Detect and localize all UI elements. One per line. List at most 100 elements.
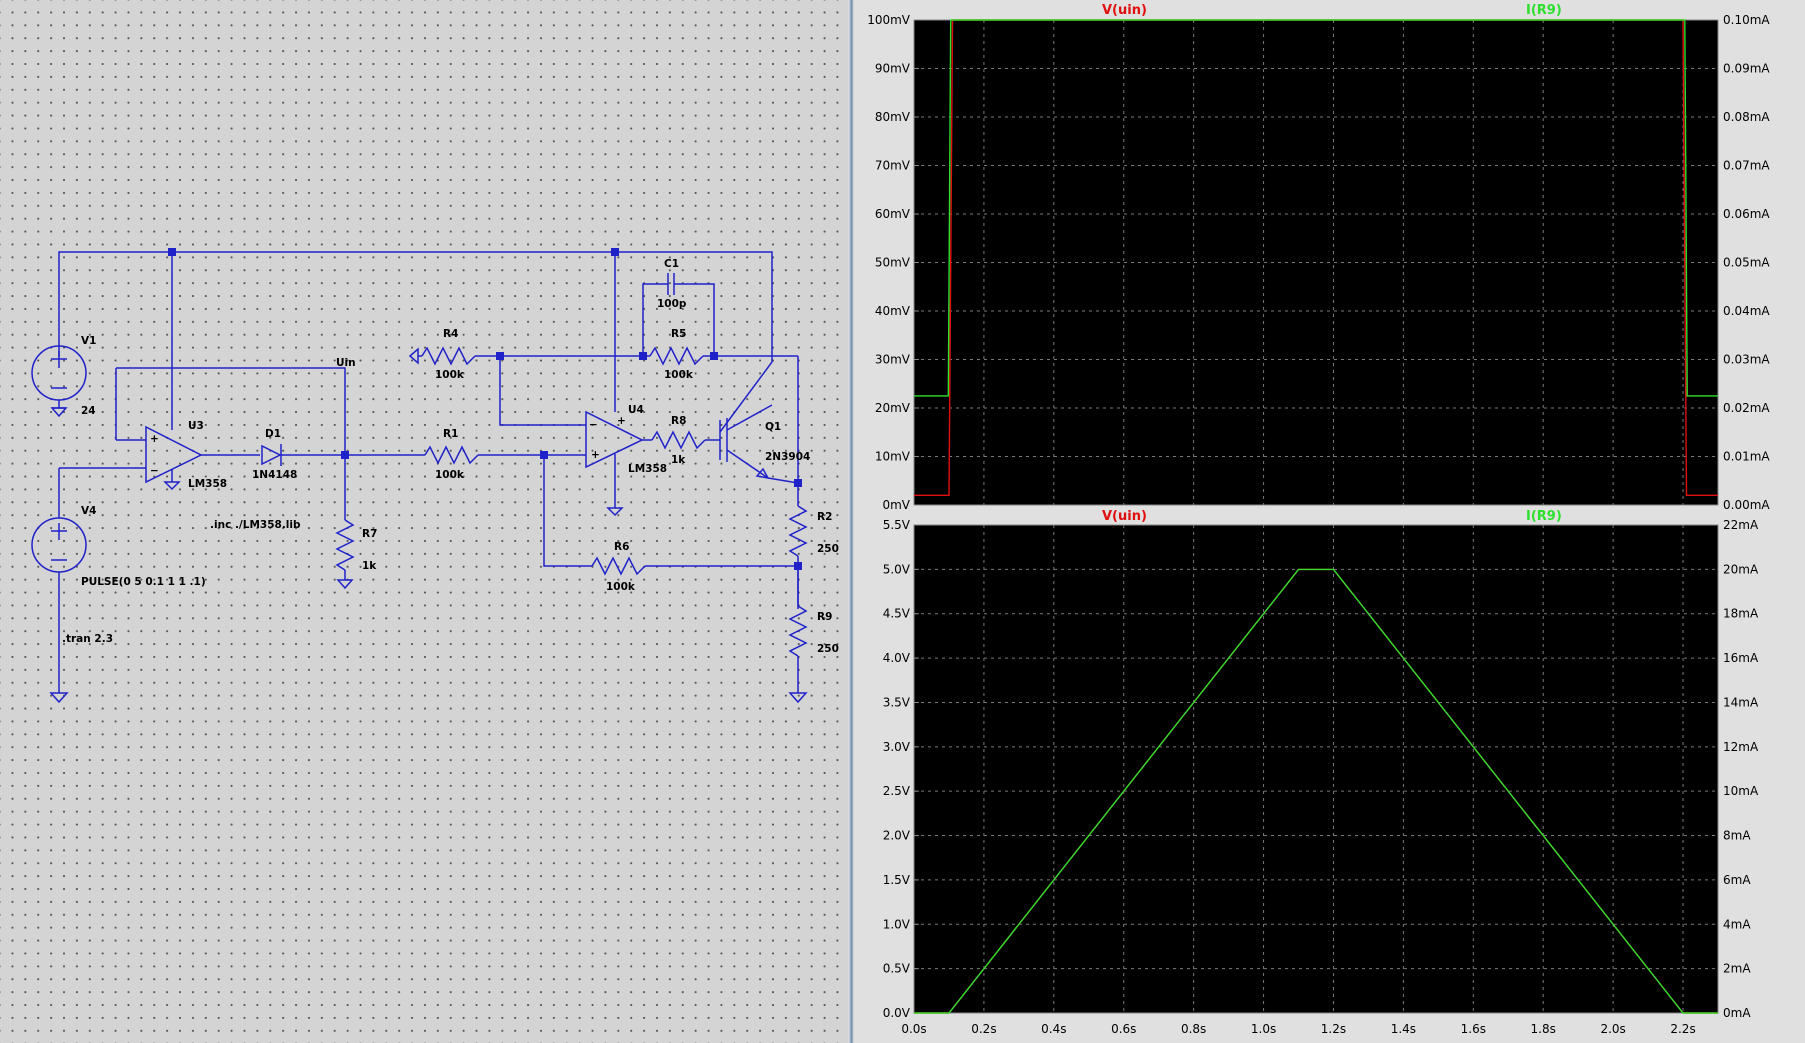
u4-label: U4	[628, 404, 644, 416]
top-right-axis[interactable]: 0.10mA0.09mA0.08mA0.07mA0.06mA0.05mA0.04…	[1723, 13, 1770, 512]
q1-value: 2N3904	[765, 451, 810, 463]
y-right-tick-label: 10mA	[1723, 784, 1759, 798]
include-directive[interactable]: .inc ./LM358.lib	[210, 519, 301, 531]
r9-value: 250	[817, 643, 839, 655]
resistor-r6[interactable]: R6 100k	[543, 455, 798, 593]
resistor-r9[interactable]: R9 250	[788, 566, 839, 704]
y-right-tick-label: 20mA	[1723, 562, 1759, 576]
r5-label: R5	[671, 328, 686, 340]
net-label-uin[interactable]: Uin	[336, 357, 356, 369]
y-tick-label: 70mV	[875, 159, 911, 173]
d1-label: D1	[265, 428, 281, 440]
x-tick-label: 0.6s	[1111, 1022, 1136, 1036]
u3-value: LM358	[188, 478, 227, 490]
y-tick-label: 20mV	[875, 401, 911, 415]
y-right-tick-label: 0.06mA	[1723, 207, 1770, 221]
y-tick-label: 5.0V	[883, 562, 911, 576]
top-trace-label-ir9[interactable]: I(R9)	[1526, 3, 1562, 18]
x-tick-label: 1.2s	[1321, 1022, 1346, 1036]
x-tick-label: 1.8s	[1531, 1022, 1556, 1036]
y-tick-label: 1.5V	[883, 873, 911, 887]
y-right-tick-label: 0.08mA	[1723, 110, 1770, 124]
top-plot-traces	[914, 19, 1718, 496]
r2-value: 250	[817, 543, 839, 555]
c1-value: 100p	[657, 298, 687, 310]
x-tick-label: 2.0s	[1600, 1022, 1625, 1036]
top-left-axis[interactable]: 100mV90mV80mV70mV60mV50mV40mV30mV20mV10m…	[867, 13, 911, 512]
bottom-plot-grid	[914, 524, 1718, 1014]
y-right-tick-label: 14mA	[1723, 695, 1759, 709]
y-tick-label: 80mV	[875, 110, 911, 124]
y-right-tick-label: 16mA	[1723, 651, 1759, 665]
resistor-r4[interactable]: R4 100k	[408, 328, 500, 381]
x-tick-label: 1.6s	[1461, 1022, 1486, 1036]
svg-text:+: +	[617, 415, 626, 427]
y-tick-label: 40mV	[875, 304, 911, 318]
bottom-plot-area[interactable]	[913, 524, 1719, 1014]
y-right-tick-label: 2mA	[1723, 962, 1751, 976]
bottom-trace-label-vuin[interactable]: V(uin)	[1102, 509, 1147, 524]
r9-label: R9	[817, 611, 832, 623]
y-tick-label: 2.5V	[883, 784, 911, 798]
x-tick-label: 2.2s	[1670, 1022, 1695, 1036]
bottom-trace-label-ir9[interactable]: I(R9)	[1526, 509, 1562, 524]
r6-value: 100k	[606, 581, 636, 593]
y-tick-label: 3.0V	[883, 740, 911, 754]
svg-text:+: +	[591, 449, 600, 461]
y-tick-label: 100mV	[867, 13, 911, 27]
capacitor-c1[interactable]: C1 100p	[642, 258, 715, 356]
y-tick-label: 1.0V	[883, 917, 911, 931]
y-tick-label: 0.5V	[883, 962, 911, 976]
bottom-right-axis[interactable]: 22mA20mA18mA16mA14mA12mA10mA8mA6mA4mA2mA…	[1723, 518, 1759, 1020]
transistor-q1[interactable]: Q1 2N3904	[719, 404, 810, 484]
resistor-r5[interactable]: R5 100k	[643, 328, 799, 483]
y-right-tick-label: 0.10mA	[1723, 13, 1770, 27]
y-right-tick-label: 0mA	[1723, 1006, 1751, 1020]
y-tick-label: 4.0V	[883, 651, 911, 665]
c1-label: C1	[664, 258, 679, 270]
top-plot-grid	[914, 19, 1718, 506]
y-tick-label: 10mV	[875, 450, 911, 464]
r8-value: 1k	[671, 454, 686, 466]
r6-label: R6	[614, 541, 629, 553]
voltage-source-v4[interactable]: V4 PULSE(0 5 0.1 1 1 .1)	[31, 467, 206, 704]
schematic-canvas[interactable]: V1 24 V4 PULSE(0 5 0.1 1 1 .1) .tran 2.3…	[0, 0, 848, 1043]
junction-dots	[168, 248, 802, 570]
y-right-tick-label: 0.09mA	[1723, 62, 1770, 76]
svg-text:−: −	[150, 465, 159, 477]
trace-ir9[interactable]	[914, 19, 1718, 397]
r5-value: 100k	[664, 369, 694, 381]
d1-value: 1N4148	[252, 469, 297, 481]
resistor-r8[interactable]: R8 1k	[642, 415, 720, 466]
svg-text:−: −	[589, 419, 598, 431]
r1-label: R1	[443, 428, 458, 440]
resistor-r7[interactable]: R7 1k	[335, 455, 377, 590]
x-tick-label: 1.0s	[1251, 1022, 1276, 1036]
y-right-tick-label: 12mA	[1723, 740, 1759, 754]
schematic-editor[interactable]: V1 24 V4 PULSE(0 5 0.1 1 1 .1) .tran 2.3…	[0, 0, 848, 1043]
v4-label: V4	[81, 505, 96, 517]
r7-label: R7	[362, 528, 377, 540]
bottom-left-axis[interactable]: 5.5V5.0V4.5V4.0V3.5V3.0V2.5V2.0V1.5V1.0V…	[883, 518, 911, 1020]
y-right-tick-label: 0.02mA	[1723, 401, 1770, 415]
resistor-r1[interactable]: R1 100k	[345, 428, 544, 481]
y-tick-label: 0.0V	[883, 1006, 911, 1020]
y-right-tick-label: 4mA	[1723, 917, 1751, 931]
opamp-u3[interactable]: + − U3 LM358	[115, 367, 346, 491]
v1-label: V1	[81, 335, 96, 347]
tran-directive[interactable]: .tran 2.3	[62, 633, 113, 645]
opamp-u4[interactable]: + − + U4 LM358	[544, 404, 667, 517]
r4-label: R4	[443, 328, 458, 340]
x-tick-label: 0.2s	[971, 1022, 996, 1036]
y-right-tick-label: 0.05mA	[1723, 256, 1770, 270]
pane-splitter[interactable]	[848, 0, 854, 1043]
waveform-canvas[interactable]: V(uin) I(R9) 100mV90mV80mV70mV60mV50mV40…	[854, 0, 1805, 1043]
svg-text:+: +	[150, 433, 159, 445]
trace-ir9[interactable]	[914, 568, 1718, 1014]
diode-d1[interactable]: D1 1N4148	[201, 428, 345, 481]
voltage-source-v1[interactable]: V1 24	[31, 335, 96, 418]
top-trace-label-vuin[interactable]: V(uin)	[1102, 3, 1147, 18]
y-right-tick-label: 18mA	[1723, 607, 1759, 621]
